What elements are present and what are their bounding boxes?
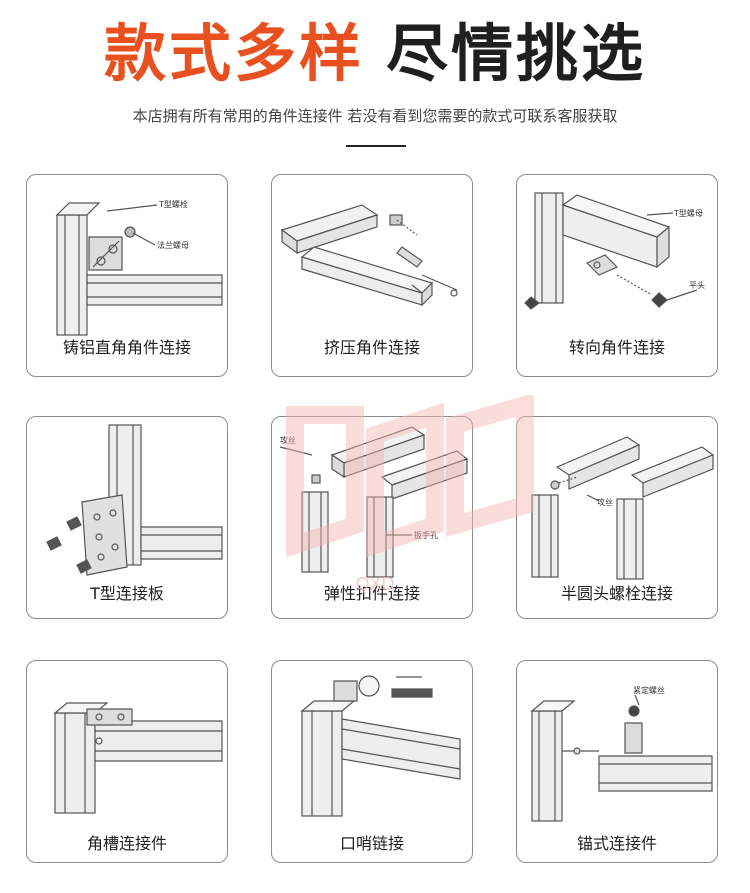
elastic-clip-illustration: 攻丝 扳手孔 <box>279 426 469 578</box>
corner-groove-illustration <box>53 702 223 814</box>
card-half-round-bolt[interactable]: 攻丝 半圆头螺栓连接 <box>516 416 718 619</box>
title-accent: 款式多样 <box>103 17 364 90</box>
title-divider <box>346 145 406 147</box>
whistle-link-illustration <box>300 675 461 817</box>
extruded-corner-illustration <box>280 204 458 307</box>
card-label: 半圆头螺栓连接 <box>560 584 673 603</box>
swivel-corner-illustration: T型螺母 平头 <box>524 192 705 310</box>
anno-tapping: 攻丝 <box>280 435 296 445</box>
t-plate-illustration <box>46 424 223 576</box>
card-elastic-clip[interactable]: 攻丝 扳手孔 弹性扣件连接 <box>271 416 473 619</box>
card-t-plate[interactable]: T型连接板 <box>26 416 228 619</box>
card-label: 口哨链接 <box>339 834 404 853</box>
card-label: 锚式连接件 <box>576 834 657 853</box>
card-label: 角槽连接件 <box>86 834 167 853</box>
card-extruded-corner[interactable]: 挤压角件连接 <box>271 174 473 377</box>
anno-set-screw: 紧定螺丝 <box>633 685 665 695</box>
card-label: 转向角件连接 <box>568 338 665 357</box>
anchor-connector-illustration: 紧定螺丝 <box>530 685 713 822</box>
cast-corner-illustration: T型螺栓 法兰螺母 <box>55 199 223 336</box>
anno-t-nut: T型螺母 <box>673 208 703 218</box>
card-label: 铸铝直角角件连接 <box>62 338 191 357</box>
card-label: T型连接板 <box>90 584 164 603</box>
half-round-bolt-illustration: 攻丝 <box>531 436 715 580</box>
anno-tapping: 攻丝 <box>597 497 613 507</box>
card-cast-aluminum-corner[interactable]: T型螺栓 法兰螺母 铸铝直角角件连接 <box>26 174 228 377</box>
card-whistle-link[interactable]: 口哨链接 <box>271 660 473 863</box>
anno-flat-head: 平头 <box>689 280 705 290</box>
card-corner-groove[interactable]: 角槽连接件 <box>26 660 228 863</box>
card-label: 弹性扣件连接 <box>323 584 420 603</box>
connector-grid: T型螺栓 法兰螺母 铸铝直角角件连接 挤压角件连接 <box>26 174 720 866</box>
card-label: 挤压角件连接 <box>323 338 420 357</box>
card-anchor-connector[interactable]: 紧定螺丝 锚式连接件 <box>516 660 718 863</box>
anno-flange-nut: 法兰螺母 <box>157 240 189 250</box>
page-title: 款式多样尽情挑选 <box>0 14 750 94</box>
anno-t-bolt: T型螺栓 <box>158 199 188 209</box>
card-swivel-corner[interactable]: T型螺母 平头 转向角件连接 <box>516 174 718 377</box>
page-subtitle: 本店拥有所有常用的角件连接件 若没有看到您需要的款式可联系客服获取 <box>132 107 618 125</box>
title-dark: 尽情挑选 <box>386 17 647 90</box>
anno-wrench-hole: 扳手孔 <box>414 530 438 540</box>
